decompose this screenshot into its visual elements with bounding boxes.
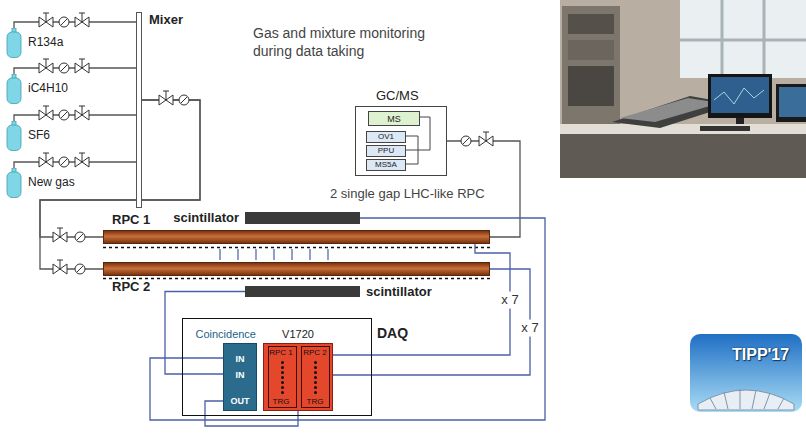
channel-dot xyxy=(281,386,284,389)
edge-label: x 7 xyxy=(519,320,540,337)
daq-box: DAQCoincidenceININOUTV1720RPC 1RPC 2TRGT… xyxy=(182,318,372,416)
node-label: RPC 2 xyxy=(112,280,150,295)
gas-bottle: R134a xyxy=(6,28,22,58)
gas-bottle: iC4H10 xyxy=(6,74,22,104)
column-module: OV1 xyxy=(366,131,406,143)
channel-dot xyxy=(314,361,317,364)
edge-label: x 7 xyxy=(499,292,520,309)
node-label: scintillator xyxy=(366,284,432,299)
channel-dot xyxy=(314,391,317,394)
port-label: RPC 1 xyxy=(269,348,293,357)
bottle-shape xyxy=(6,28,22,58)
port-label: TRG xyxy=(307,397,324,406)
port-label: IN xyxy=(236,354,245,364)
node-label: New gas xyxy=(28,176,75,190)
annotation: 2 single gap LHC-like RPC xyxy=(330,186,485,203)
port-label: OUT xyxy=(231,396,250,406)
node-label: R134a xyxy=(28,36,63,50)
channel-dot xyxy=(281,371,284,374)
port-label: IN xyxy=(236,370,245,380)
signal-cable xyxy=(333,269,530,375)
node-label: MS xyxy=(387,113,401,123)
node-label: MS5A xyxy=(375,160,397,169)
gas-bottle: New gas xyxy=(6,168,22,198)
node-label: scintillator xyxy=(173,211,239,226)
node-label: SF6 xyxy=(28,129,50,143)
node-label: iC4H10 xyxy=(28,82,68,96)
channel-dot xyxy=(281,391,284,394)
bottle-shape xyxy=(6,168,22,198)
digitizer-board: V1720RPC 1RPC 2TRGTRG xyxy=(263,343,333,411)
channel-dot xyxy=(281,376,284,379)
readout-strips xyxy=(103,248,490,279)
annotation: Gas and mixture monitoring during data t… xyxy=(253,24,453,60)
bottle-body xyxy=(7,32,21,58)
bottle-body xyxy=(7,125,21,151)
port-label: RPC 2 xyxy=(303,348,327,357)
valve-symbol xyxy=(39,13,493,274)
signal-cable xyxy=(333,244,510,355)
gc-ms-box: GC/MSMSOV1PPUMS5A xyxy=(355,106,447,176)
logo-text: TIPP'17 xyxy=(732,345,789,366)
node-label: DAQ xyxy=(377,325,408,341)
gas-mixer: Mixer xyxy=(136,12,142,208)
node-label: PPU xyxy=(378,146,394,155)
column-module: PPU xyxy=(366,145,406,157)
column-module: MS5A xyxy=(366,159,406,171)
channel-dot xyxy=(281,381,284,384)
conference-logo xyxy=(690,334,802,412)
channel-dot xyxy=(281,366,284,369)
gas-bottle: SF6 xyxy=(6,121,22,151)
bottle-body xyxy=(7,172,21,198)
port-label: TRG xyxy=(273,397,290,406)
channel-dot xyxy=(314,366,317,369)
lab-photo xyxy=(560,0,806,178)
node-label: V1720 xyxy=(282,328,314,341)
rpc-chamber: RPC 2 xyxy=(103,262,490,276)
bottle-body xyxy=(7,78,21,104)
bottle-shape xyxy=(6,74,22,104)
node-label: Coincidence xyxy=(195,328,256,341)
channel-dot xyxy=(314,381,317,384)
node-label: GC/MS xyxy=(376,89,419,104)
scintillator-bar: scintillator xyxy=(245,212,360,224)
node-label: OV1 xyxy=(378,132,394,141)
scintillator-bar: scintillator xyxy=(245,286,360,297)
node-label: Mixer xyxy=(149,13,183,28)
channel-dot xyxy=(314,371,317,374)
bottle-shape xyxy=(6,121,22,151)
coincidence-unit: CoincidenceININOUT xyxy=(223,343,257,411)
channel-dot xyxy=(314,386,317,389)
channel-dot xyxy=(314,376,317,379)
node-label: RPC 1 xyxy=(112,213,150,228)
channel-dot xyxy=(281,361,284,364)
rpc-chamber: RPC 1 xyxy=(103,230,490,244)
ms-module: MS xyxy=(368,111,420,126)
signal-cable xyxy=(150,218,545,420)
